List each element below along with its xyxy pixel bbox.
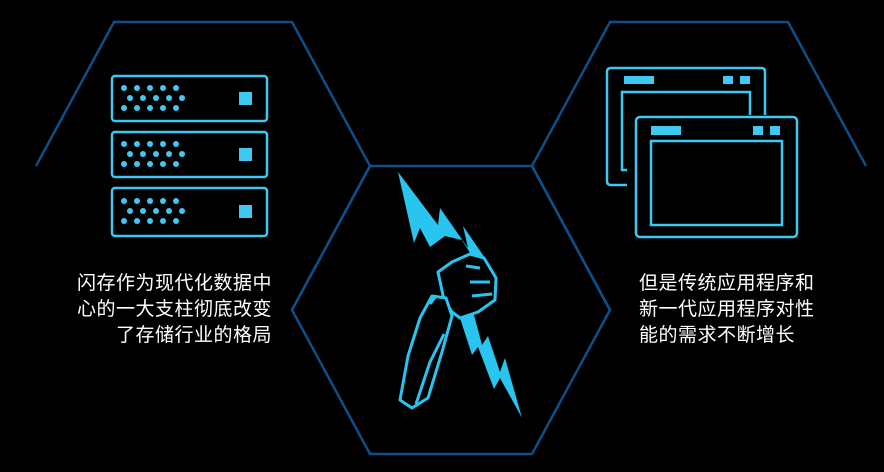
front-window — [634, 115, 799, 239]
fist-lightning-icon — [398, 172, 522, 418]
right-caption-line-3: 能的需求不断增长 — [639, 324, 796, 346]
left-caption: 闪存作为现代化数据中 心的一大支柱彻底改变 了存储行业的格局 — [77, 270, 272, 348]
server-unit-2 — [110, 130, 269, 179]
lightning-bolt-lower — [458, 300, 522, 418]
application-windows-icon — [605, 66, 799, 239]
back-window — [605, 66, 767, 187]
right-caption: 但是传统应用程序和 新一代应用程序对性 能的需求不断增长 — [639, 270, 815, 348]
server-unit-3 — [110, 186, 269, 238]
fist-shape — [398, 252, 498, 410]
right-caption-line-1: 但是传统应用程序和 — [639, 272, 815, 294]
right-caption-line-2: 新一代应用程序对性 — [639, 298, 815, 320]
lightning-bolt-upper — [398, 172, 485, 258]
server-unit-1 — [110, 74, 269, 123]
left-caption-line-3: 了存储行业的格局 — [115, 324, 272, 346]
left-caption-line-1: 闪存作为现代化数据中 — [76, 272, 272, 294]
hexagon-frames — [34, 20, 868, 456]
left-hexagon — [34, 20, 372, 311]
right-hexagon — [530, 20, 868, 311]
server-rack-icon — [110, 74, 269, 238]
left-caption-line-2: 心的一大支柱彻底改变 — [76, 298, 272, 320]
